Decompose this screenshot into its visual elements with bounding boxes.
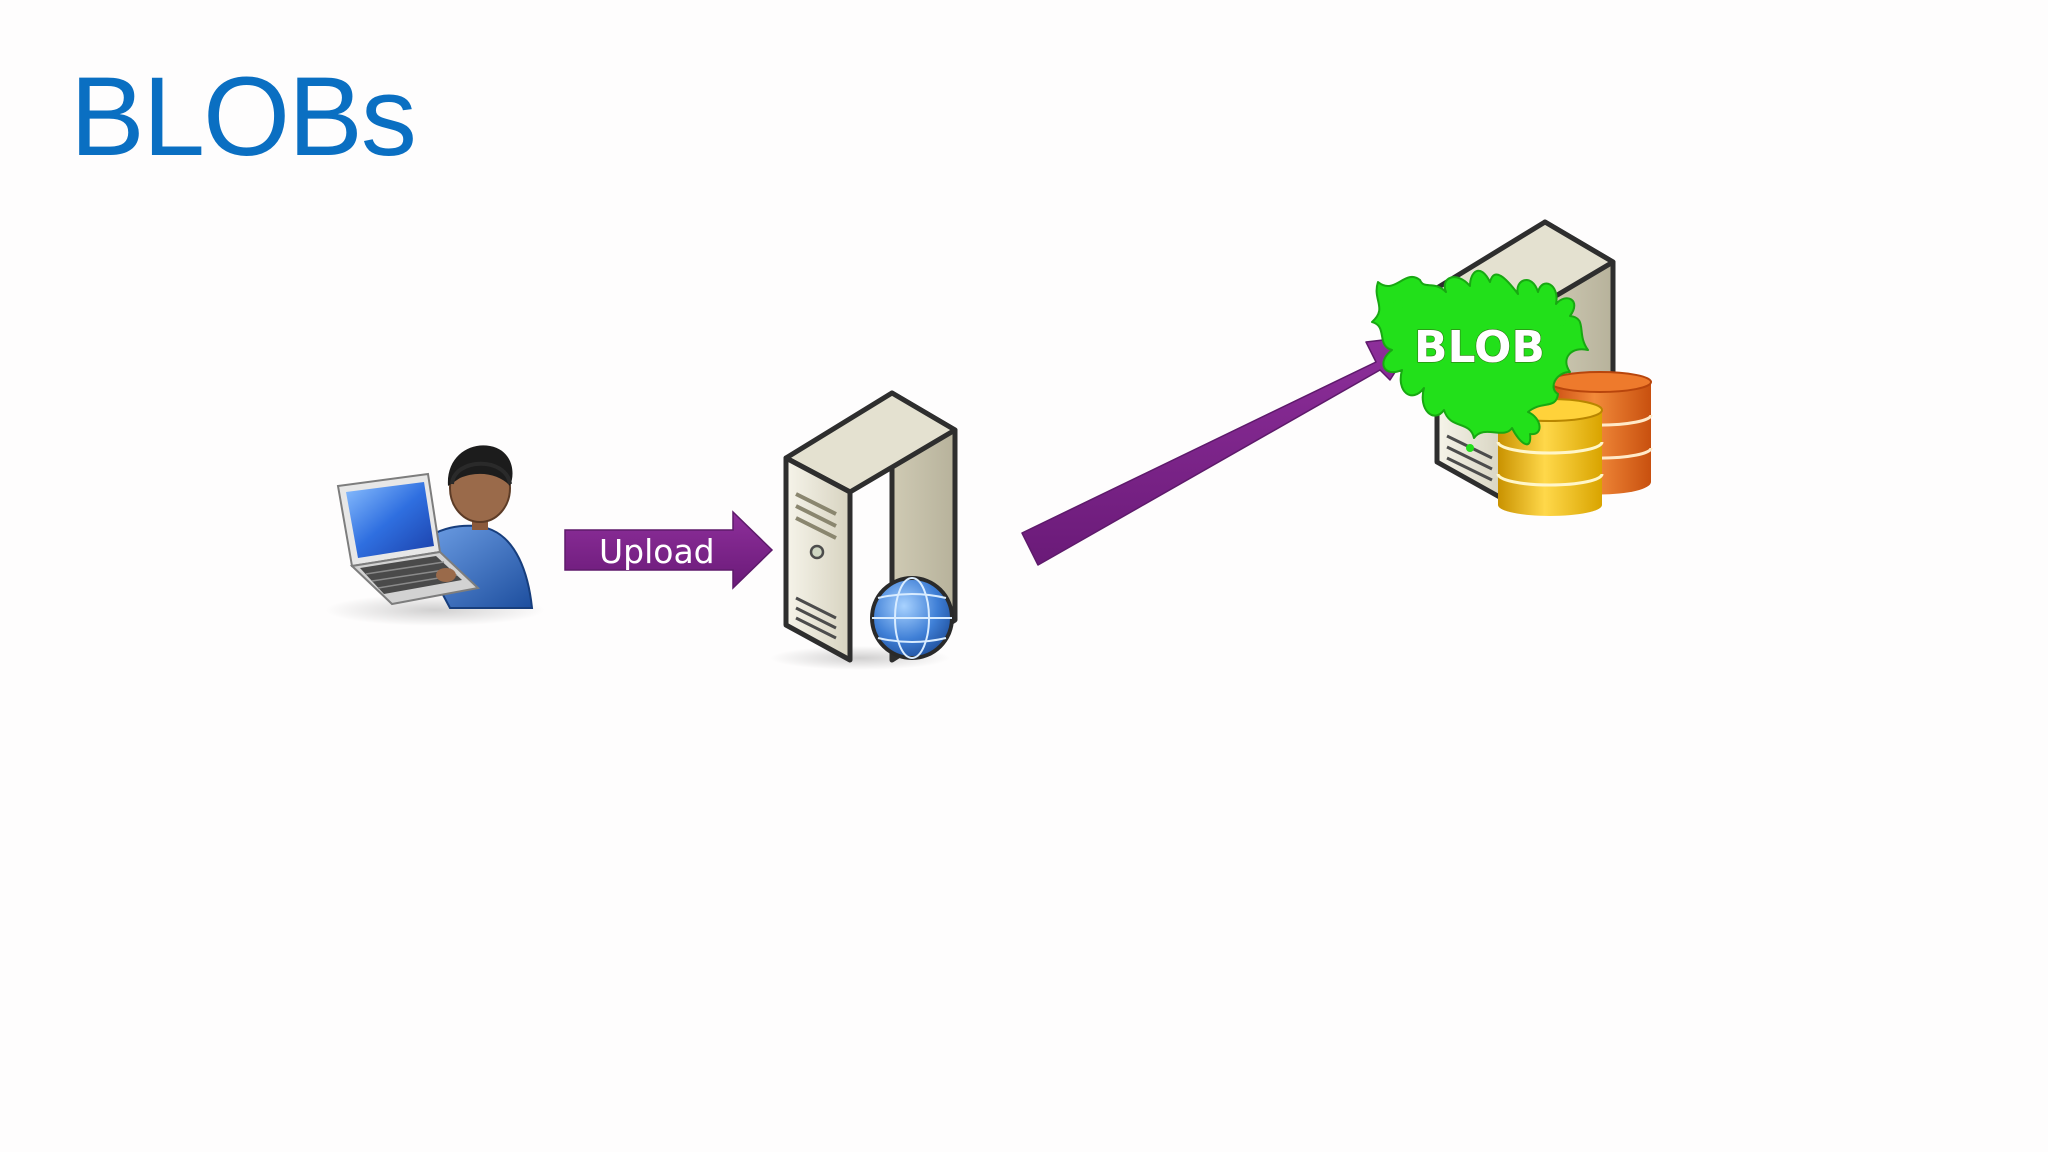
upload-arrow-label: Upload (599, 532, 715, 571)
upload-arrow: Upload (564, 510, 774, 590)
user-with-laptop-icon (325, 445, 545, 626)
store-arrow (1021, 335, 1419, 566)
blob-label: BLOB (1414, 322, 1545, 373)
slide-title: BLOBs (70, 54, 417, 179)
blob-splat: BLOB (1371, 269, 1589, 452)
globe-icon (870, 576, 954, 660)
web-server-icon (770, 390, 958, 670)
